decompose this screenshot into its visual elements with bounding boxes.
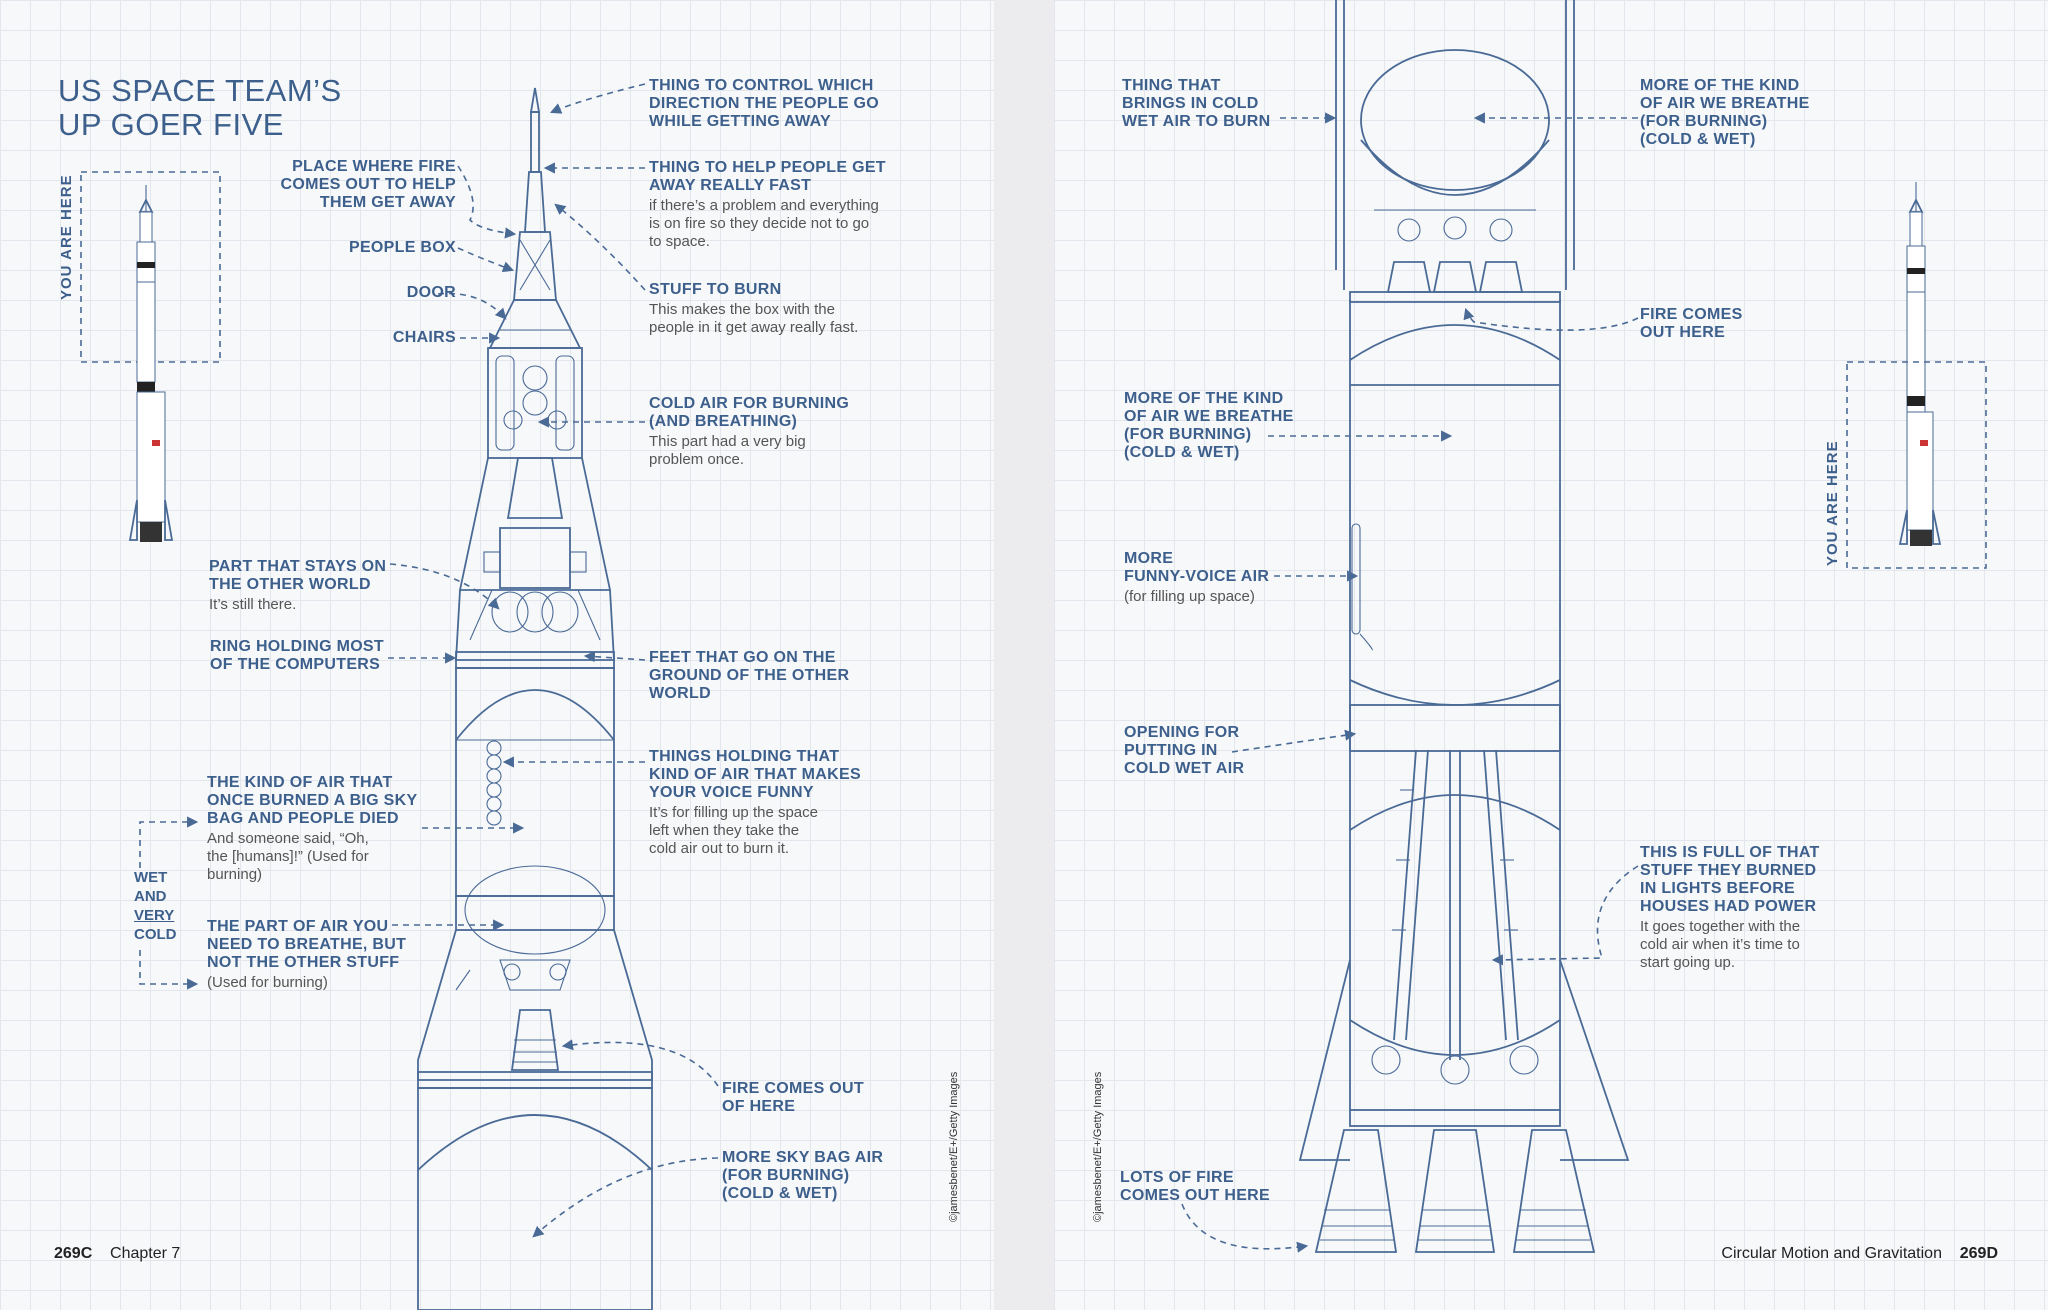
page-title: US SPACE TEAM’S UP GOER FIVE — [58, 73, 342, 142]
label-people-box: PEOPLE BOX — [348, 239, 456, 256]
upper-engines — [1374, 209, 1536, 293]
leader-lines-right — [1181, 112, 1639, 1253]
main-rocket — [417, 87, 653, 1310]
you-are-here-label-right: YOU ARE HERE — [1824, 440, 1841, 566]
label-cold-air: COLD AIR FOR BURNING(AND BREATHING) This… — [649, 395, 850, 468]
photo-credit-right: ©jamesbenet/E+/Getty Images — [1092, 1071, 1104, 1222]
label-chairs: CHAIRS — [392, 329, 456, 346]
left-rocket-diagram — [80, 83, 719, 1310]
first-stage-rocket — [1298, 0, 1630, 1253]
mini-rocket-left — [128, 185, 174, 542]
wet-and-very-cold-label: WET AND VERY COLD — [134, 869, 177, 943]
footer-right: Circular Motion and Gravitation 269D — [1721, 1245, 1998, 1262]
label-more-sky: MORE SKY BAG AIR(FOR BURNING)(COLD & WET… — [722, 1149, 884, 1202]
right-rocket-diagram — [1181, 0, 1987, 1253]
label-stuff-burn: STUFF TO BURN This makes the box with th… — [649, 281, 859, 336]
you-are-here-box-right — [1846, 361, 1987, 569]
label-door: DOOR — [406, 284, 456, 301]
left-page: US SPACE TEAM’S UP GOER FIVE YOU ARE HER… — [0, 0, 994, 1310]
footer-left: 269C Chapter 7 — [54, 1245, 181, 1262]
you-are-here-label: YOU ARE HERE — [58, 174, 75, 300]
mini-rocket-right — [1898, 182, 1942, 546]
page-gutter — [994, 0, 1054, 1310]
photo-credit-left: ©jamesbenet/E+/Getty Images — [948, 1071, 960, 1222]
leader-lines-left — [139, 83, 719, 1238]
